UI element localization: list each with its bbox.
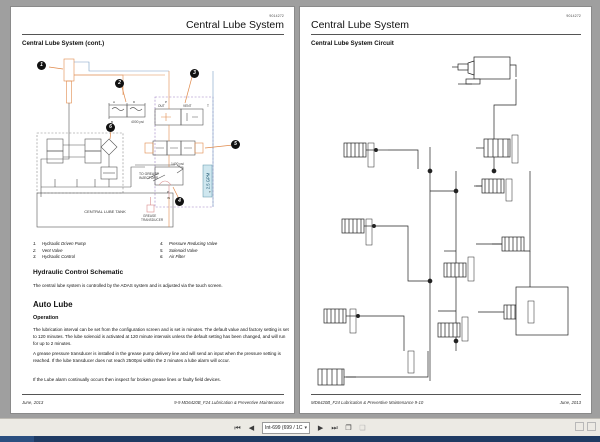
callout-2: 2 [115,79,124,88]
legend-label-2: Vent Valve [42,247,63,253]
hydraulic-schematic: 2.5 GPM 4000 psi 1400 psi OUT VENT T P P… [27,47,279,237]
page-number-input[interactable]: Int-699 (699 / 1C ▾ [261,422,311,434]
svg-text:OUT: OUT [158,104,165,108]
auto-lube-heading: Auto Lube [33,300,73,309]
svg-text:B: B [111,120,113,124]
page-number-value: Int-699 (699 / 1C [264,425,303,431]
panel-toggle-icon[interactable] [587,422,596,431]
section-heading-right: Central Lube System Circuit [311,40,394,47]
callout-4: 4 [175,197,184,206]
svg-text:1400 psi: 1400 psi [171,162,184,166]
legend-label-5: Solenoid Valve [169,247,198,253]
single-page-layout-icon[interactable]: ❐ [345,424,352,432]
panel-toggle-icon[interactable] [575,422,584,431]
header-rule-right [311,34,581,35]
legend-num-6: 6. [160,254,164,260]
svg-text:A: A [113,100,115,104]
legend-row: 2. Vent Valve 5. Solenoid Valve [33,248,283,255]
legend-num-1: 1. [33,241,37,246]
callout-1: 1 [37,61,46,70]
document-code-right: 9014272 [566,14,581,18]
taskbar-start-segment[interactable] [0,436,34,442]
footer-rule-right [311,394,581,395]
header-rule-left [22,34,284,35]
legend-label-6: Air Filter [169,254,185,260]
svg-text:CENTRAL LUBE TANK: CENTRAL LUBE TANK [84,209,126,214]
svg-text:TO GREASE: TO GREASE [139,172,159,176]
svg-text:VENT: VENT [183,104,192,108]
callout-5: 5 [231,140,240,149]
svg-text:IN: IN [167,196,170,200]
last-page-icon[interactable]: ⏭ [331,424,338,432]
svg-text:GREASE: GREASE [143,214,156,218]
document-code-left: 9014272 [269,14,284,18]
legend-num-4: 4. [160,241,164,246]
page-right[interactable]: 9014272 Central Lube System Central Lube… [299,6,592,414]
footer-date-left: June, 2013 [22,400,44,405]
svg-text:P: P [165,100,167,104]
footer-rule-left [22,394,284,395]
legend-row: 1. Hydraulic Driven Pump 4. Pressure Red… [33,241,283,248]
central-lube-system-circuit-diagram [308,51,583,396]
svg-text:T: T [207,104,209,108]
auto-lube-paragraph-1: The lubrication interval can be set from… [33,327,289,346]
taskbar [0,436,600,442]
svg-text:TRANSDUCER: TRANSDUCER [141,218,164,222]
page-left[interactable]: 9014272 Central Lube System Central Lube… [10,6,295,414]
pages-area: 9014272 Central Lube System Central Lube… [10,6,592,414]
legend-label-4: Pressure Reducing Valve [169,241,218,246]
page-navigation-group: ⏮ ◀ Int-699 (699 / 1C ▾ ▶ ⏭ ❐ ❑ [232,419,368,437]
legend-num-5: 5. [160,247,164,253]
callout-3: 3 [190,69,199,78]
first-page-icon[interactable]: ⏮ [234,424,241,432]
callout-6: 6 [106,123,115,132]
schematic-legend: 1. Hydraulic Driven Pump 4. Pressure Red… [33,241,283,261]
svg-text:P: P [167,190,169,194]
svg-text:4000 psi: 4000 psi [131,120,144,124]
legend-num-2: 2. [33,247,37,253]
page-title-right: Central Lube System [311,19,410,31]
toolbar-right-tools [575,422,596,431]
legend-label-1: Hydraulic Driven Pump [42,241,86,246]
page-title-left: Central Lube System [185,19,284,31]
operation-heading: Operation [33,315,59,321]
footer-ref-left: 9-9 MD6420B_F24 Lubrication & Preventive… [174,400,284,405]
hydraulic-control-schematic-heading: Hydraulic Control Schematic [33,269,124,276]
legend-label-3: Hydraulic Control [42,254,75,260]
chevron-down-icon[interactable]: ▾ [304,425,308,431]
legend-num-3: 3. [33,254,37,260]
auto-lube-paragraph-2: A grease pressure transducer is installe… [33,351,281,363]
auto-lube-paragraph-3: If the Lube alarm continually occurs the… [33,377,221,382]
svg-text:INJECTORS: INJECTORS [139,176,159,180]
svg-text:T: T [209,190,211,194]
next-page-icon[interactable]: ▶ [317,424,324,432]
footer-ref-right: MD6420B_F24 Lubrication & Preventive Mai… [311,400,424,405]
section-heading-left: Central Lube System (cont.) [22,40,105,47]
pdf-toolbar: ⏮ ◀ Int-699 (699 / 1C ▾ ▶ ⏭ ❐ ❑ [0,418,600,437]
previous-page-icon[interactable]: ◀ [248,424,255,432]
footer-date-right: June, 2013 [559,400,581,405]
schematic-description: The central lube system is controlled by… [33,283,223,288]
svg-text:D: D [133,100,136,104]
legend-row: 3. Hydraulic Control 6. Air Filter [33,254,283,261]
svg-text:2.5 GPM: 2.5 GPM [206,172,211,189]
facing-page-layout-icon[interactable]: ❑ [359,424,366,432]
